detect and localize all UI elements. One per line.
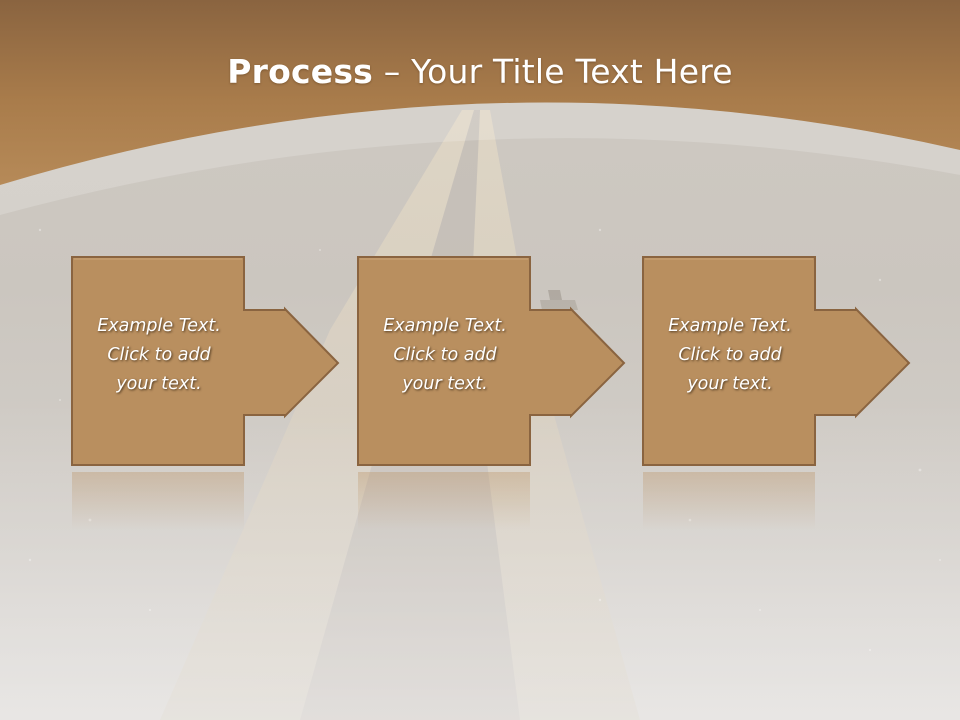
step-arrow-box [642,256,911,466]
step-text-line: Click to add [107,345,211,365]
step-text-line: Click to add [393,345,497,365]
step-text-line: your text. [687,374,773,394]
step-text[interactable]: Example Text. Click to add your text. [644,312,816,399]
step-text[interactable]: Example Text. Click to add your text. [73,312,245,399]
header-arc-glow [0,102,960,215]
step-text-line: Example Text. [668,316,792,336]
title-rest: – Your Title Text Here [373,52,733,91]
step-text-line: Example Text. [97,316,221,336]
step-text-line: Click to add [678,345,782,365]
step-reflection [642,470,822,530]
step-arrow-box [357,256,626,466]
process-step-2[interactable]: Example Text. Click to add your text. [357,256,705,530]
step-text-line: Example Text. [383,316,507,336]
title-bold: Process [227,52,374,91]
slide-title[interactable]: Process – Your Title Text Here [0,52,960,91]
step-text-line: your text. [402,374,488,394]
step-text-line: your text. [116,374,202,394]
step-reflection [357,470,537,530]
step-text[interactable]: Example Text. Click to add your text. [359,312,531,399]
process-step-1[interactable]: Example Text. Click to add your text. [71,256,419,530]
step-arrow-box [71,256,340,466]
process-step-3[interactable]: Example Text. Click to add your text. [642,256,960,530]
step-reflection [71,470,251,530]
header-band [0,0,960,185]
